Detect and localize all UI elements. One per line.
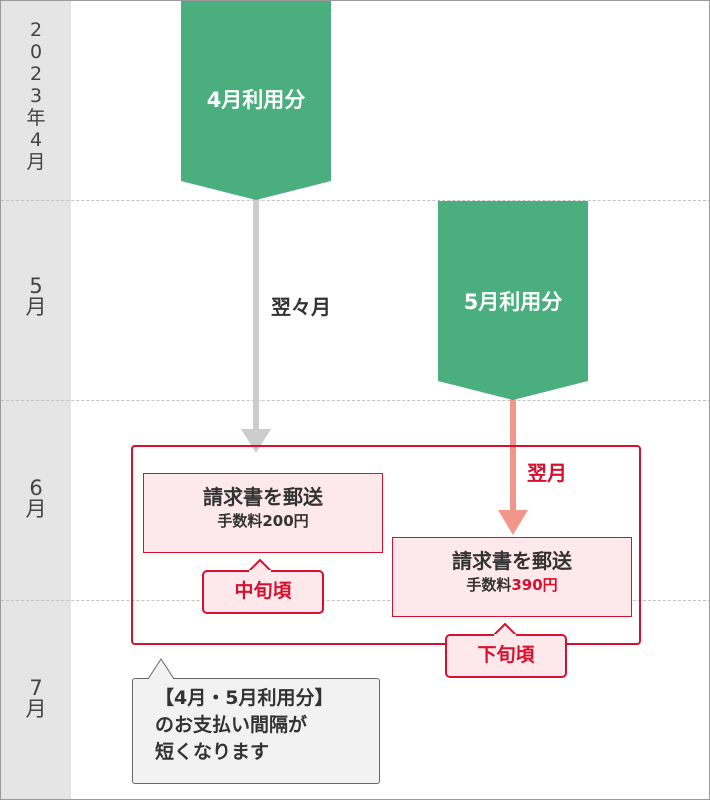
usage-arrow-april: [181, 1, 331, 200]
note-line: のお支払い間隔が: [155, 714, 308, 736]
usage-arrow-may: [438, 201, 588, 400]
june-billing-frame: [131, 445, 641, 645]
invoice-box-may: 請求書を郵送 手数料390円: [392, 537, 632, 617]
invoice-title: 請求書を郵送: [452, 549, 572, 573]
timing-badge-mid-month: 中旬頃: [202, 570, 324, 614]
note-box: 【4月・5月利用分】 のお支払い間隔が 短くなります: [132, 678, 380, 784]
timeline-label-2023-april: 2 0 2 3 年 4 月: [26, 19, 46, 173]
timeline-label-july: 7 月: [25, 676, 47, 721]
interval-label-two-months: 翌々月: [271, 295, 331, 319]
gray-arrow: [241, 197, 271, 453]
invoice-title: 請求書を郵送: [203, 485, 323, 509]
interval-label-next-month: 翌月: [527, 461, 567, 485]
usage-label-may: 5月利用分: [463, 290, 563, 314]
note-callout-tail: [147, 658, 175, 680]
timing-badge-late-month: 下旬頃: [445, 634, 567, 678]
invoice-fee: 手数料200円: [217, 512, 309, 530]
invoice-fee: 手数料390円: [466, 576, 558, 594]
note-line: 【4月・5月利用分】: [155, 687, 334, 709]
salmon-arrow: [498, 397, 528, 535]
note-line: 短くなります: [155, 741, 270, 763]
usage-label-april: 4月利用分: [206, 88, 306, 112]
month-divider: [1, 400, 709, 401]
month-divider: [1, 600, 709, 601]
timeline-label-june: 6 月: [25, 476, 47, 521]
invoice-box-april: 請求書を郵送 手数料200円: [143, 473, 383, 553]
timeline-label-may: 5 月: [25, 274, 47, 319]
month-divider: [1, 200, 709, 201]
